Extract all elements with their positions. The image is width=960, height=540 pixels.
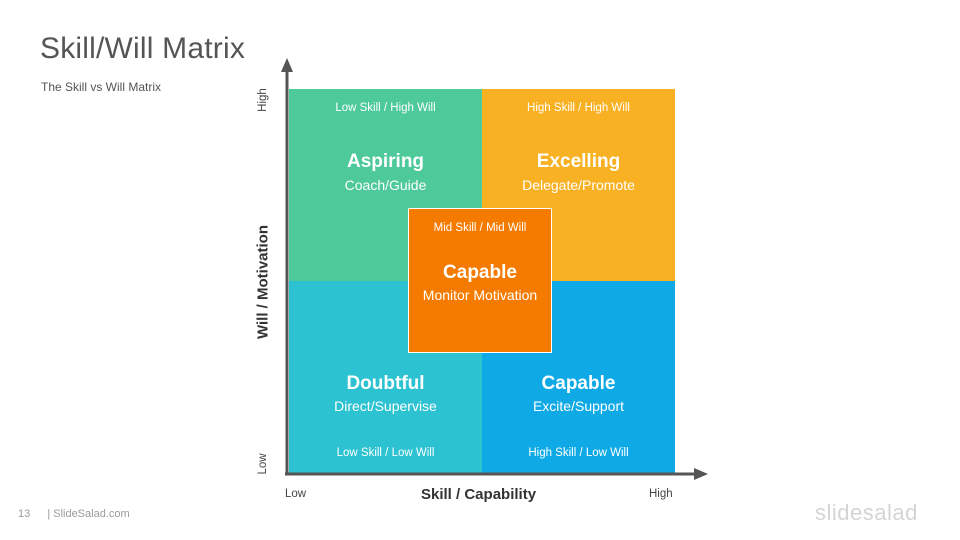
x-axis-high-label: High [649,488,673,500]
quadrant-tag: High Skill / Low Will [528,447,629,459]
quadrant-aspiring: Low Skill / High Will Aspiring Coach/Gui… [289,89,482,282]
quadrant-name: Excelling [536,151,621,172]
quadrant-name: Doubtful [346,373,425,394]
slide-subtitle: The Skill vs Will Matrix [41,80,162,94]
quadrant-name: Aspiring [346,151,425,172]
quadrant-tag: Mid Skill / Mid Will [433,222,527,234]
page-number: 13 [18,508,31,520]
x-axis-title: Skill / Capability [421,486,537,503]
quadrant-name: Capable [443,262,517,283]
quadrant-tag: Low Skill / Low Will [336,447,435,459]
y-axis-high-label: High [257,88,269,112]
x-axis-arrow-icon [694,468,708,480]
quadrant-tag: Low Skill / High Will [335,102,436,114]
quadrant-action: Direct/Supervise [334,398,437,414]
y-axis-low-label: Low [257,453,269,475]
quadrant-action: Monitor Motivation [422,287,538,303]
quadrant-action: Excite/Support [532,398,625,414]
x-axis-low-label: Low [285,488,307,500]
y-axis-title: Will / Motivation [254,224,272,340]
slidesalad-logo: slidesalad [815,500,918,525]
slide-title: Skill/Will Matrix [40,32,246,65]
y-axis-arrow-icon [281,58,293,72]
slide-footer: 13 | SlideSalad.com [18,508,130,520]
footer-source: | SlideSalad.com [47,508,130,520]
quadrant-tag: High Skill / High Will [527,102,630,114]
quadrant-capable-center: Mid Skill / Mid Will Capable Monitor Mot… [408,208,552,353]
quadrant-name: Capable [541,373,616,394]
quadrant-action: Delegate/Promote [522,177,635,193]
quadrant-action: Coach/Guide [344,177,427,193]
